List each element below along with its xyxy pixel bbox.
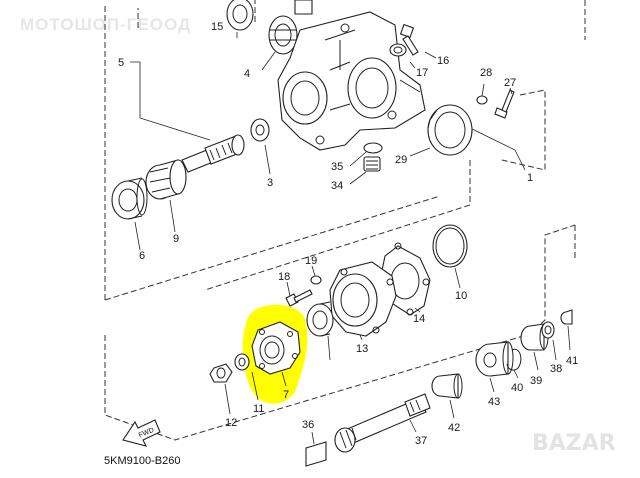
- label-part-12: 12: [225, 417, 237, 429]
- label-part-39: 39: [530, 375, 542, 387]
- label-part-27: 27: [504, 77, 516, 89]
- label-part-1: 1: [527, 172, 533, 184]
- part-42-joint-cup: [431, 373, 463, 399]
- part-12-nut: [209, 363, 233, 383]
- part-8-oil-seal: [306, 301, 334, 337]
- label-part-6: 6: [139, 250, 145, 262]
- bazar-watermark: BAZAR: [532, 431, 616, 456]
- part-38-collar: [541, 321, 555, 339]
- part-4-bearing: [268, 15, 298, 55]
- label-part-34: 34: [331, 180, 343, 192]
- label-part-43: 43: [488, 396, 500, 408]
- part-13-cover: [329, 261, 397, 337]
- part-3-collar: [250, 118, 270, 142]
- label-part-38: 38: [550, 363, 562, 375]
- part-19-dowel: [310, 275, 322, 285]
- inner-boundary: [204, 0, 586, 291]
- label-part-18: 18: [278, 271, 290, 283]
- label-part-29: 29: [395, 154, 407, 166]
- label-part-11: 11: [253, 403, 264, 415]
- leader-5: [130, 61, 211, 141]
- part-40-circlip: [506, 348, 522, 371]
- label-part-42: 42: [448, 422, 460, 434]
- part-39-needle-bearing: [520, 323, 549, 351]
- label-part-35: 35: [331, 161, 343, 173]
- label-part-17: 17: [416, 67, 428, 79]
- part-29-oil-seal: [427, 104, 473, 156]
- part-34-drain-plug: [363, 156, 381, 172]
- part-16-bolt: [399, 23, 419, 56]
- shop-watermark: МОТОШОП-ГЕООД: [20, 15, 191, 34]
- part-43-coupling: [475, 341, 514, 377]
- part-5-pinion-gear-shaft: [181, 134, 245, 173]
- label-part-28: 28: [480, 67, 492, 79]
- part-35-seal: [363, 142, 383, 154]
- part-18-bolt: [285, 289, 313, 307]
- label-part-3: 3: [267, 177, 273, 189]
- label-part-14: 14: [413, 313, 425, 325]
- part-17-seal: [389, 43, 407, 57]
- part-11-washer: [234, 353, 250, 371]
- part-36-spring: [305, 441, 327, 467]
- label-part-7: 7: [283, 389, 289, 401]
- part-27-bolt: [494, 89, 515, 119]
- part-28-washer: [476, 95, 488, 105]
- part-10-o-ring: [432, 224, 468, 268]
- label-part-9: 9: [173, 233, 179, 245]
- leader-1: [469, 127, 526, 171]
- part-7-flange-hub: [251, 321, 301, 375]
- label-part-5: 5: [118, 57, 124, 69]
- diagram-code: 5KM9100-B260: [104, 455, 180, 467]
- label-part-19: 19: [305, 255, 317, 267]
- part-6-bearing: [111, 177, 148, 220]
- label-part-40: 40: [511, 382, 523, 394]
- part-15-bearing: [226, 0, 254, 31]
- label-part-13: 13: [356, 343, 368, 355]
- label-part-15: 15: [211, 21, 223, 33]
- part-shim-top: [294, 0, 313, 15]
- part-41-bolt: [560, 309, 573, 325]
- part-37-drive-shaft: [334, 393, 431, 453]
- label-part-10: 10: [455, 290, 467, 302]
- part-gear-housing: [277, 11, 426, 151]
- label-part-4: 4: [244, 68, 250, 80]
- forward-direction-arrow: FWD: [122, 419, 161, 447]
- label-part-41: 41: [566, 355, 578, 367]
- label-part-37: 37: [415, 435, 427, 447]
- part-9-bearing: [145, 159, 187, 200]
- label-part-16: 16: [437, 55, 449, 67]
- label-part-36: 36: [302, 419, 314, 431]
